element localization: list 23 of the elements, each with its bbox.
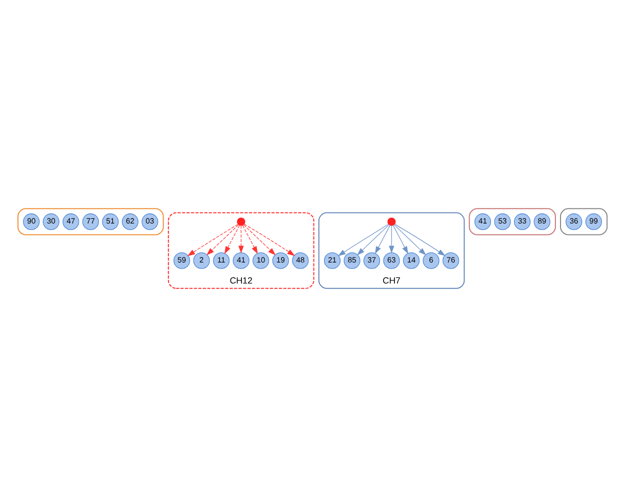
node-label: CH12: [230, 274, 252, 285]
arrow: [388, 224, 394, 253]
node-label: CH7: [382, 274, 400, 285]
cluster: [560, 208, 608, 235]
arrow: [338, 223, 389, 256]
arrow: [243, 224, 276, 255]
arrow: [238, 224, 244, 253]
cluster: [468, 208, 556, 235]
arrow: [394, 223, 446, 256]
cluster: [17, 208, 164, 235]
arrow: [374, 224, 390, 254]
cluster: [318, 212, 465, 288]
node-circle: [236, 217, 246, 226]
node-circle: [387, 217, 396, 226]
arrow: [244, 223, 295, 256]
arrow: [206, 224, 239, 255]
arrow: [394, 224, 426, 255]
arrow: [242, 224, 258, 254]
arrow: [187, 223, 238, 256]
arrow: [224, 224, 240, 254]
cluster: [168, 212, 314, 288]
arrow: [356, 224, 390, 255]
arrow: [392, 224, 408, 254]
